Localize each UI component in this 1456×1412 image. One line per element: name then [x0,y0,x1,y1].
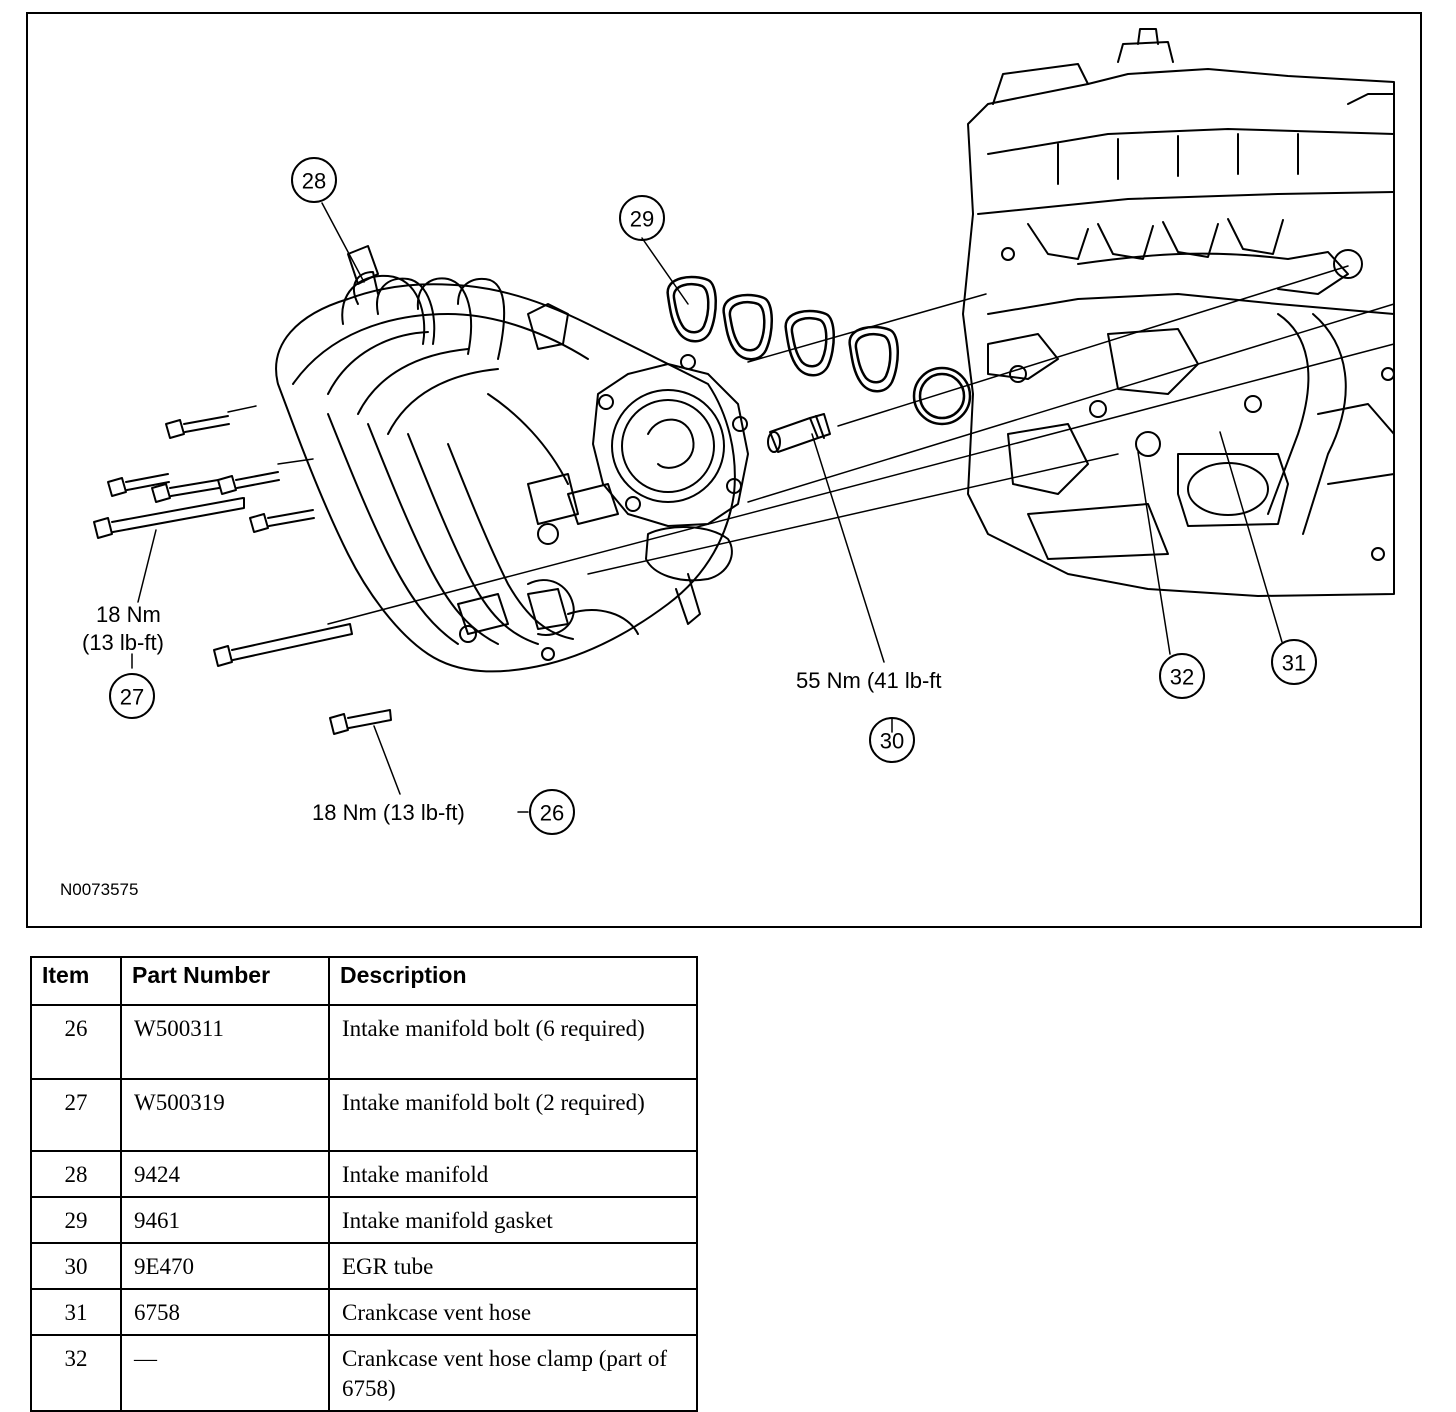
header-description: Description [328,956,698,1006]
torque-26: 18 Nm (13 lb-ft) [312,800,465,825]
cell-part-number: W500311 [120,1004,330,1080]
table-row: 28 9424 Intake manifold [30,1150,698,1198]
table-row: 27 W500319 Intake manifold bolt (2 requi… [30,1078,698,1152]
cell-description: Intake manifold bolt (2 required) [328,1078,698,1152]
callout-28: 28 [302,169,326,194]
cell-description: Crankcase vent hose [328,1288,698,1336]
gasket-drawings [666,275,972,426]
bolt-drawings [93,415,392,735]
cell-description: EGR tube [328,1242,698,1290]
table-header-row: Item Part Number Description [30,956,698,1006]
callout-31: 31 [1282,651,1306,676]
intake-manifold-drawing [275,245,749,673]
cell-description: Intake manifold bolt (6 required) [328,1004,698,1080]
cell-part-number: 9E470 [120,1242,330,1290]
exploded-view-illustration: 28 29 27 26 30 32 31 18 Nm (13 lb-ft) 18… [82,28,1395,835]
cell-description: Intake manifold gasket [328,1196,698,1244]
callout-bubbles [109,157,1317,835]
cell-part-number: — [120,1334,330,1412]
torque-27-line2: (13 lb-ft) [82,630,164,655]
callout-29: 29 [630,207,654,232]
guide-lines [227,265,1395,625]
callout-26: 26 [540,801,564,826]
cell-item: 32 [30,1334,122,1412]
cell-part-number: W500319 [120,1078,330,1152]
leader-lines [131,202,1283,813]
cell-part-number: 6758 [120,1288,330,1336]
header-part-number: Part Number [120,956,330,1006]
cell-description: Crankcase vent hose clamp (part of 6758) [328,1334,698,1412]
cell-item: 29 [30,1196,122,1244]
cell-part-number: 9424 [120,1150,330,1198]
engine-block-drawing [962,28,1395,597]
torque-30: 55 Nm (41 lb-ft [796,668,942,693]
table-row: 30 9E470 EGR tube [30,1242,698,1290]
callout-32: 32 [1170,665,1194,690]
callout-30: 30 [880,729,904,754]
cell-part-number: 9461 [120,1196,330,1244]
cell-description: Intake manifold [328,1150,698,1198]
parts-table: Item Part Number Description 26 W500311 … [30,956,698,1412]
table-row: 32 — Crankcase vent hose clamp (part of … [30,1334,698,1412]
cell-item: 30 [30,1242,122,1290]
table-row: 31 6758 Crankcase vent hose [30,1288,698,1336]
cell-item: 26 [30,1004,122,1080]
egr-tube-drawing [767,413,831,453]
cell-item: 27 [30,1078,122,1152]
cell-item: 31 [30,1288,122,1336]
figure-id: N0073575 [60,880,139,899]
cell-item: 28 [30,1150,122,1198]
callout-27: 27 [120,685,144,710]
torque-27-line1: 18 Nm [96,602,161,627]
header-item: Item [30,956,122,1006]
table-row: 26 W500311 Intake manifold bolt (6 requi… [30,1004,698,1080]
table-row: 29 9461 Intake manifold gasket [30,1196,698,1244]
diagram-frame: 28 29 27 26 30 32 31 18 Nm (13 lb-ft) 18… [26,12,1422,928]
